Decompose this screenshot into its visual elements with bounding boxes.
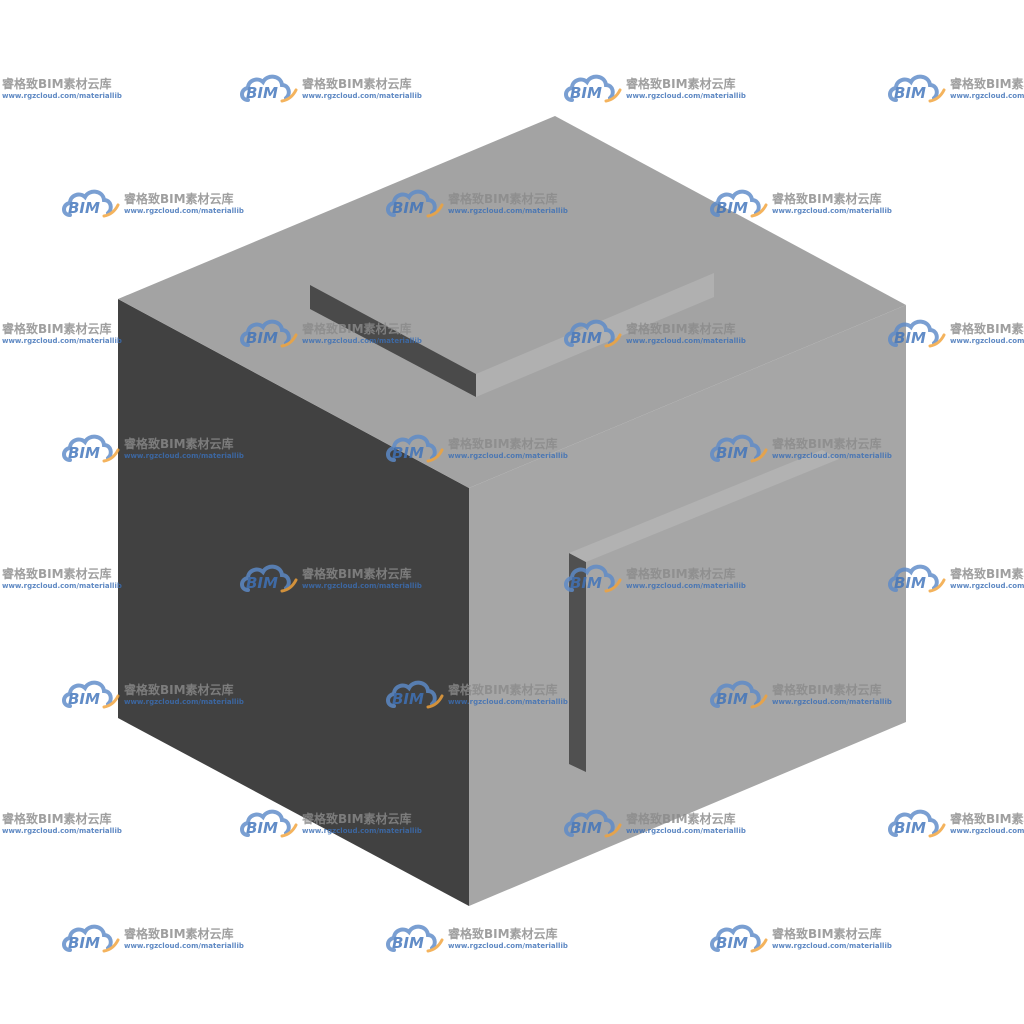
box-top-face: [118, 116, 906, 488]
side-slot-ledge: [569, 450, 839, 562]
side-slot-wall: [569, 553, 586, 772]
top-slot-wall: [310, 285, 476, 397]
box-left-face: [118, 299, 469, 906]
